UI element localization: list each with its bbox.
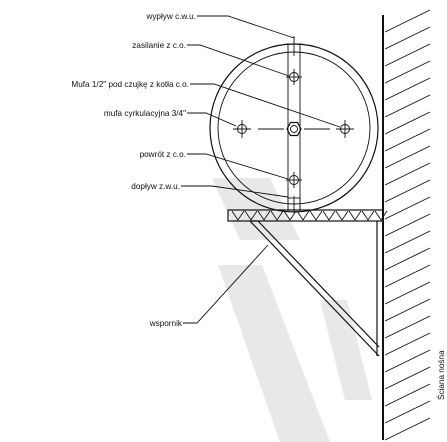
diagram-labels: wypływ c.w.u. zasilanie z c.o. Mufa 1/2"…: [71, 12, 446, 400]
label-bracket: wspornik: [149, 319, 183, 328]
label-heating-return: powrót z c.o.: [140, 150, 186, 159]
label-hot-water-outlet: wypływ c.w.u.: [145, 12, 196, 21]
label-cold-water-inlet: dopływ z.w.u.: [131, 182, 180, 191]
load-bearing-wall: [382, 9, 431, 441]
leader-lines: [181, 15, 341, 324]
label-heating-supply: zasilanie z c.o.: [132, 41, 186, 50]
label-circulation-sleeve: mufa cyrkulacyjna 3/4": [104, 109, 186, 118]
label-sensor-sleeve: Mufa 1/2" pod czujkę z kotła c.o.: [71, 80, 189, 89]
watermark: [212, 178, 372, 442]
mounting-shelf: [227, 209, 388, 222]
support-bracket: [249, 220, 380, 357]
label-load-bearing-wall: Ściana nośna: [435, 350, 446, 400]
connection-marks: [233, 36, 354, 212]
